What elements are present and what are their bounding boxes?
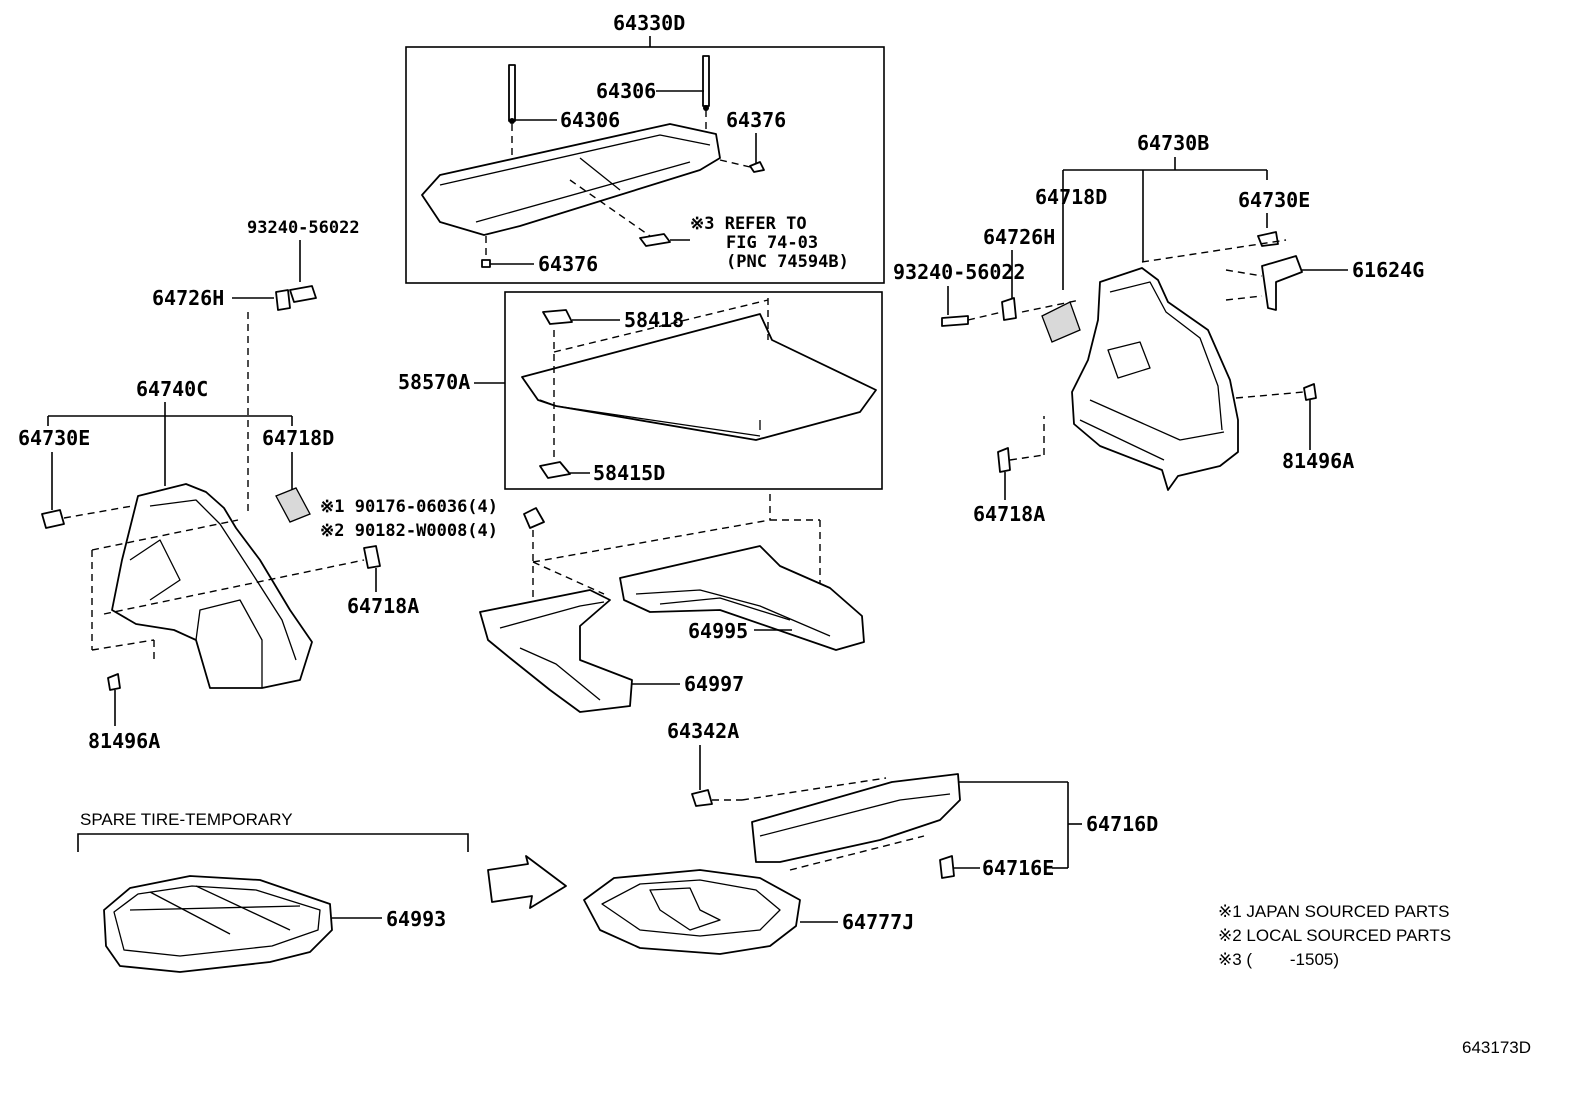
trim-pocket bbox=[1107, 341, 1151, 379]
clip-64726H-right bbox=[1001, 297, 1017, 321]
label-64330D: 64330D bbox=[613, 11, 685, 35]
bolt-93240-left bbox=[289, 285, 317, 303]
label-64730E-right: 64730E bbox=[1238, 188, 1310, 212]
label-90176: ※1 90176-06036(4) bbox=[320, 497, 498, 517]
label-64995: 64995 bbox=[688, 619, 748, 643]
group-spare-tire: SPARE TIRE-TEMPORARY 64993 64777J bbox=[77, 810, 914, 973]
clip-58418 bbox=[542, 309, 573, 325]
label-64730B: 64730B bbox=[1137, 131, 1209, 155]
label-64716D: 64716D bbox=[1086, 812, 1158, 836]
label-64306-mid: 64306 bbox=[560, 108, 620, 132]
bolt-93240-right bbox=[941, 315, 969, 327]
label-64997: 64997 bbox=[684, 672, 744, 696]
mat-64777J bbox=[583, 869, 801, 955]
box-64330D bbox=[405, 46, 885, 284]
label-64726H-right: 64726H bbox=[983, 225, 1055, 249]
label-64716E: 64716E bbox=[982, 856, 1054, 880]
label-64718A-right: 64718A bbox=[973, 502, 1045, 526]
group-58570A: 58570A 58418 58415D bbox=[398, 291, 883, 490]
label-64306-top: 64306 bbox=[596, 79, 656, 103]
legend-note-1: ※1 JAPAN SOURCED PARTS bbox=[1218, 902, 1450, 921]
arrow-icon bbox=[487, 855, 567, 909]
clip-81496A-left bbox=[107, 673, 121, 691]
box-58570A bbox=[504, 291, 883, 490]
deck-board bbox=[521, 313, 877, 441]
pad-64718D-right bbox=[1041, 301, 1081, 343]
clip-64730E-left bbox=[41, 509, 65, 529]
label-64777J: 64777J bbox=[842, 910, 914, 934]
pad-64718D-left bbox=[275, 487, 311, 523]
label-64376-right: 64376 bbox=[726, 108, 786, 132]
legend: ※1 JAPAN SOURCED PARTS ※2 LOCAL SOURCED … bbox=[1218, 902, 1451, 969]
clip-64342A bbox=[691, 789, 713, 807]
label-58418: 58418 bbox=[624, 308, 684, 332]
label-64730E-left: 64730E bbox=[18, 426, 90, 450]
refer-note-line3: (PNC 74594B) bbox=[726, 252, 849, 272]
refer-note-line1: ※3 REFER TO bbox=[690, 214, 807, 234]
group-64730B: 64730B 64718D 64730E 64726H 93240-56022 … bbox=[893, 131, 1424, 526]
sill-plate-64716D bbox=[751, 773, 961, 863]
label-90182: ※2 90182-W0008(4) bbox=[320, 521, 498, 541]
group-64716D: 64342A 64716D 64716E bbox=[667, 719, 1158, 880]
label-93240-right: 93240-56022 bbox=[893, 260, 1025, 284]
rod-64306-right bbox=[702, 55, 710, 107]
label-spare-tire: SPARE TIRE-TEMPORARY bbox=[80, 810, 293, 829]
label-58570A: 58570A bbox=[398, 370, 470, 394]
group-64740C: 93240-56022 64726H 64740C 64730E 64718D … bbox=[18, 218, 498, 753]
label-64718A-left: 64718A bbox=[347, 594, 419, 618]
trim-panel-64740C bbox=[111, 483, 313, 689]
label-64726H-left: 64726H bbox=[152, 286, 224, 310]
clip-64718A-right bbox=[997, 447, 1011, 473]
clip-90176 bbox=[523, 507, 545, 529]
trim-panel-64730B bbox=[1071, 267, 1239, 491]
legend-note-2: ※2 LOCAL SOURCED PARTS bbox=[1218, 926, 1451, 945]
bracket-61624G bbox=[1261, 255, 1303, 311]
label-64342A: 64342A bbox=[667, 719, 739, 743]
clip-81496A-right bbox=[1303, 383, 1317, 401]
figure-id: 643173D bbox=[1462, 1038, 1531, 1057]
tray-64993 bbox=[103, 875, 333, 973]
tonneau-cover-panel bbox=[421, 123, 721, 236]
label-81496A-right: 81496A bbox=[1282, 449, 1354, 473]
label-64740C: 64740C bbox=[136, 377, 208, 401]
label-93240-left: 93240-56022 bbox=[247, 218, 360, 238]
label-58415D: 58415D bbox=[593, 461, 665, 485]
hook-58415D bbox=[539, 461, 571, 479]
clip-64726H-left bbox=[275, 289, 291, 311]
tray-64997 bbox=[479, 589, 633, 713]
label-64718D-left: 64718D bbox=[262, 426, 334, 450]
label-64376-left: 64376 bbox=[538, 252, 598, 276]
label-64993: 64993 bbox=[386, 907, 446, 931]
label-64718D-right: 64718D bbox=[1035, 185, 1107, 209]
rod-64306-left bbox=[508, 64, 516, 122]
label-61624G: 61624G bbox=[1352, 258, 1424, 282]
refer-note-line2: FIG 74-03 bbox=[726, 233, 818, 253]
clip-64716E bbox=[939, 855, 955, 879]
label-81496A-left: 81496A bbox=[88, 729, 160, 753]
group-64330D: 64330D 64306 64306 64376 64376 ※3 REFER … bbox=[405, 11, 885, 284]
group-trays: 64995 64997 bbox=[479, 494, 865, 713]
legend-note-3: ※3 ( -1505) bbox=[1218, 950, 1339, 969]
clip-64718A-left bbox=[363, 545, 381, 569]
bracket-spare-tire bbox=[77, 833, 469, 852]
